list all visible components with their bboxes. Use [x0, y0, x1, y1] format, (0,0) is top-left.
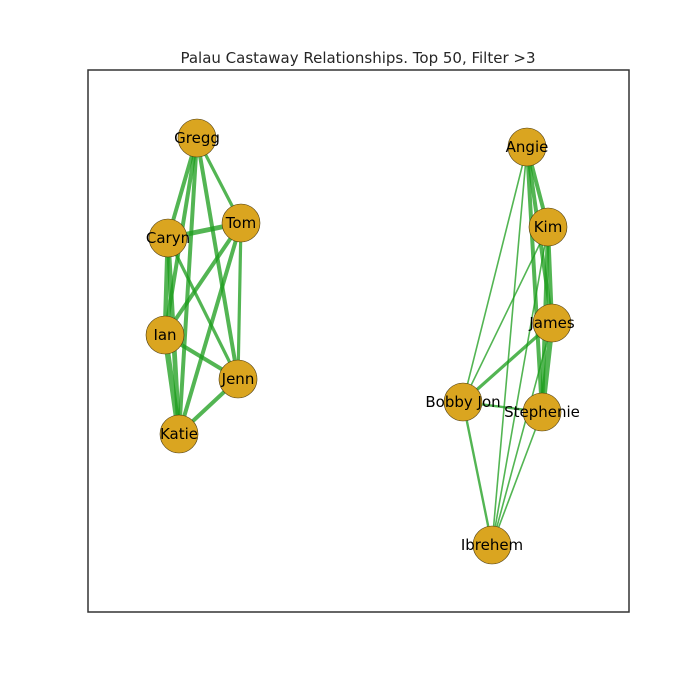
- node-label: James: [528, 314, 574, 332]
- node-BobbyJon: Bobby Jon: [425, 382, 501, 422]
- edge-James-Ibrehem: [491, 322, 553, 546]
- edge-Kim-Ibrehem: [491, 226, 549, 546]
- node-circle: [528, 207, 568, 247]
- node-Tom: Tom: [221, 203, 261, 243]
- edge-BobbyJon-Ibrehem: [461, 400, 494, 547]
- node-label: Jenn: [221, 370, 255, 388]
- node-Stephenie: Stephenie: [504, 392, 580, 432]
- edge-Caryn-Jenn: [166, 236, 240, 381]
- node-label: Ian: [153, 326, 176, 344]
- node-James: James: [528, 303, 575, 343]
- edge-Stephenie-Ibrehem: [491, 411, 543, 546]
- node-label: Ibrehem: [461, 536, 523, 554]
- node-circle: [221, 203, 261, 243]
- edge-Tom-Jenn: [236, 221, 243, 381]
- node-label: Tom: [225, 214, 256, 232]
- node-label: Kim: [534, 218, 563, 236]
- node-circle: [522, 392, 562, 432]
- node-circle: [159, 414, 199, 454]
- node-circle: [218, 359, 258, 399]
- edge-Gregg-Katie: [177, 136, 199, 436]
- node-label: Angie: [506, 138, 549, 156]
- node-label: Caryn: [146, 229, 190, 247]
- node-Gregg: Gregg: [174, 118, 220, 158]
- diagram-title: Palau Castaway Relationships. Top 50, Fi…: [180, 49, 535, 67]
- node-circle: [532, 303, 572, 343]
- node-Kim: Kim: [528, 207, 568, 247]
- node-circle: [472, 525, 512, 565]
- node-Angie: Angie: [506, 127, 549, 167]
- node-circle: [443, 382, 483, 422]
- node-Ian: Ian: [145, 315, 185, 355]
- node-label: Stephenie: [504, 403, 580, 421]
- node-label: Katie: [160, 425, 198, 443]
- node-circle: [148, 218, 188, 258]
- edge-Tom-Ian: [163, 221, 243, 337]
- node-label: Gregg: [174, 129, 220, 147]
- edge-Kim-BobbyJon: [462, 226, 549, 403]
- node-Jenn: Jenn: [218, 359, 258, 399]
- edge-James-BobbyJon: [461, 321, 554, 404]
- edge-Tom-Katie: [177, 221, 243, 436]
- node-circle: [507, 127, 547, 167]
- node-Caryn: Caryn: [146, 218, 190, 258]
- node-circle: [177, 118, 217, 158]
- edge-Angie-BobbyJon: [462, 146, 528, 403]
- node-Katie: Katie: [159, 414, 199, 454]
- node-circle: [145, 315, 185, 355]
- node-label: Bobby Jon: [425, 393, 500, 411]
- node-Ibrehem: Ibrehem: [461, 525, 523, 565]
- edge-Angie-Ibrehem: [491, 146, 528, 546]
